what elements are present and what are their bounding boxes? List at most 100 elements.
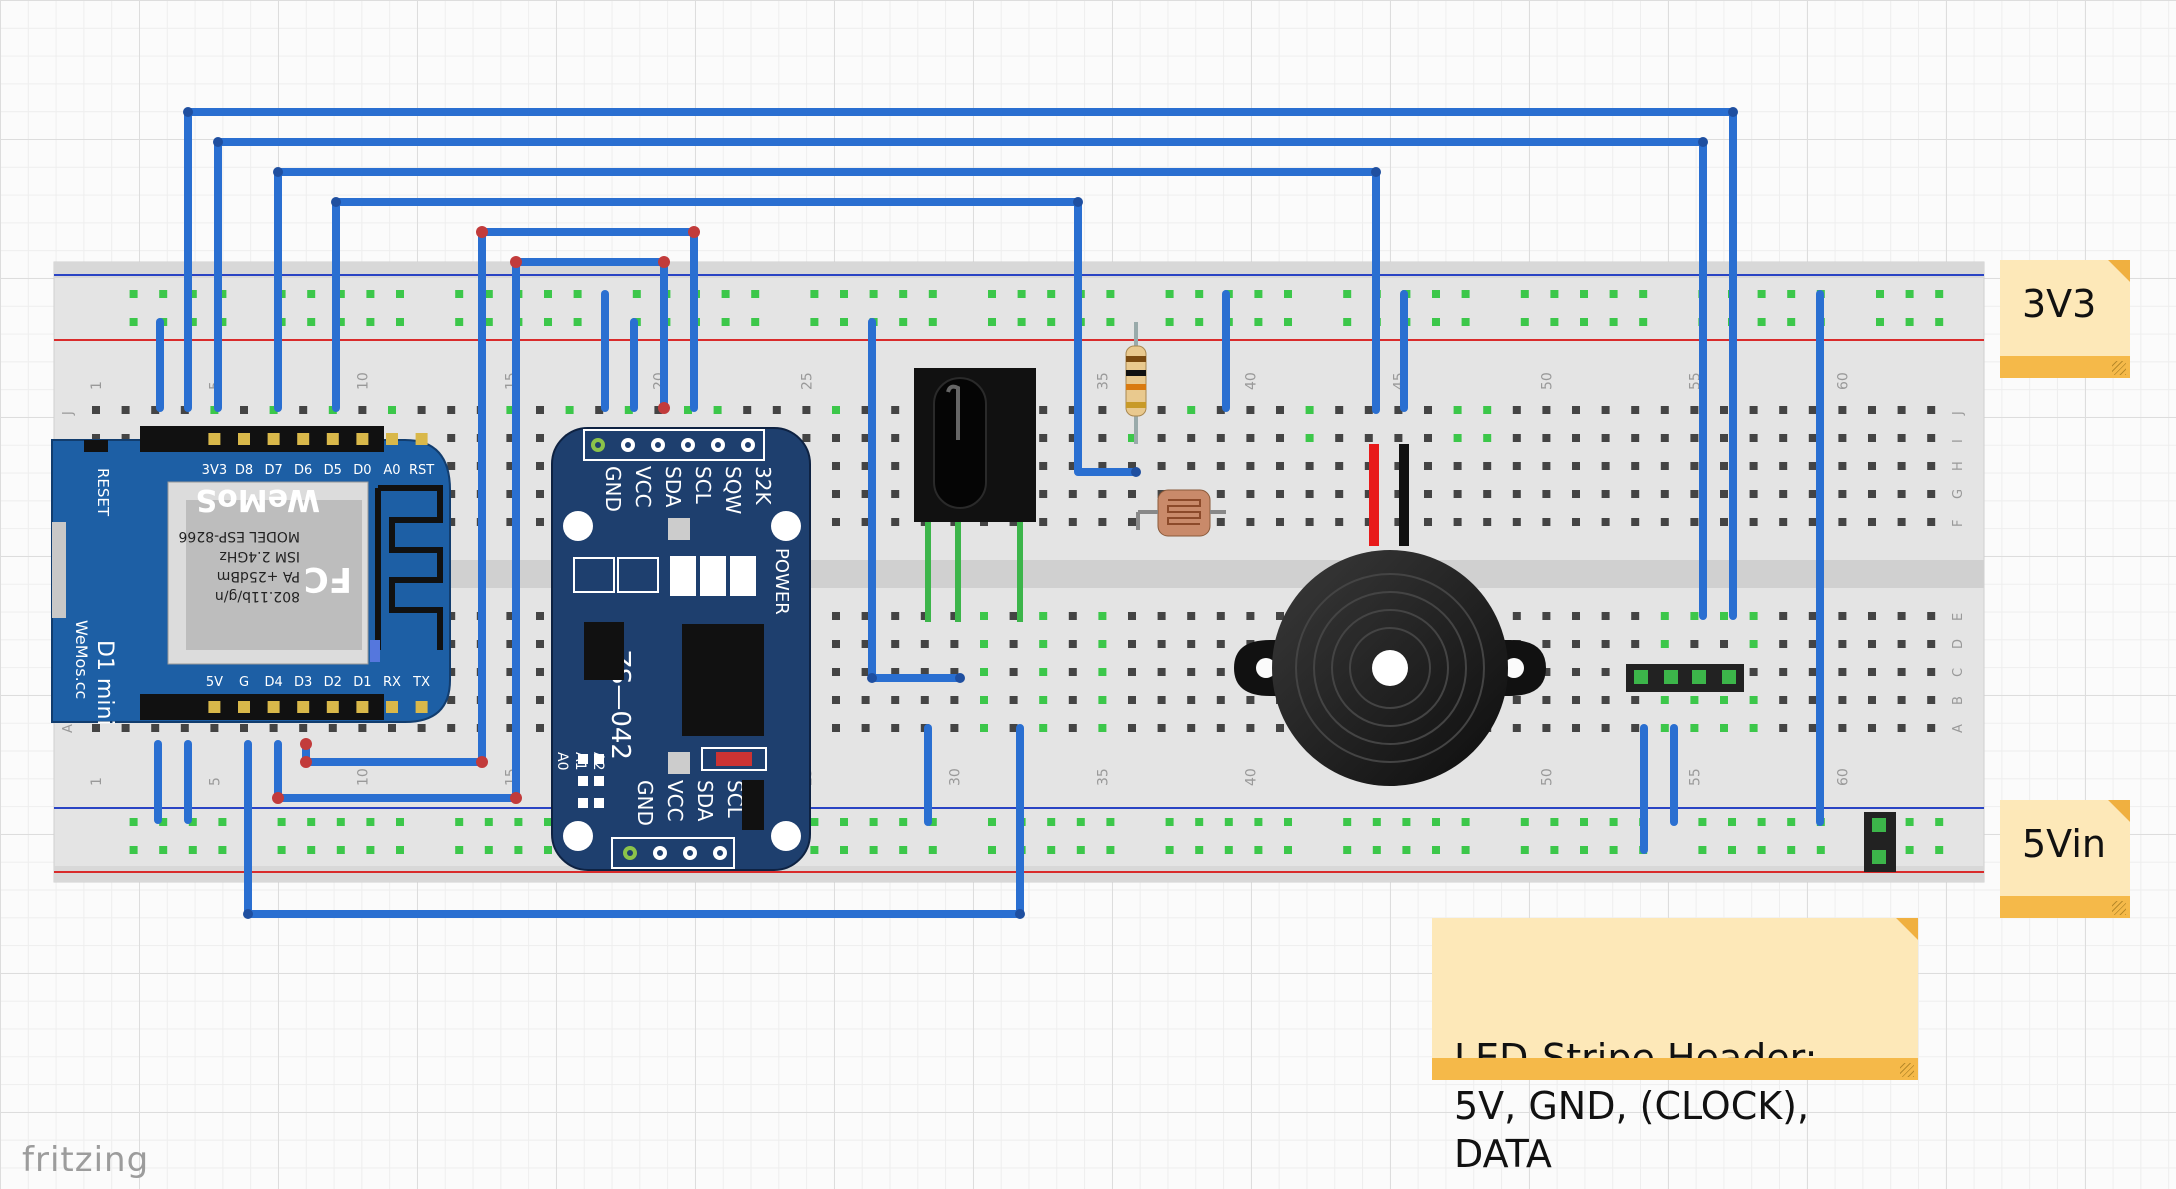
breadboard-hole bbox=[1483, 406, 1492, 414]
ir-receiver[interactable] bbox=[914, 368, 1036, 622]
breadboard-hole bbox=[1720, 612, 1728, 620]
rail-hole bbox=[1432, 290, 1440, 298]
column-number-top: 10 bbox=[355, 372, 371, 390]
rail-hole bbox=[1254, 318, 1263, 326]
breadboard-hole bbox=[1157, 640, 1166, 648]
row-letter: J bbox=[61, 411, 76, 416]
breadboard-hole bbox=[1779, 668, 1788, 676]
rail-hole bbox=[721, 318, 730, 326]
rail-note-3v3[interactable]: 3V3 bbox=[2000, 260, 2130, 378]
breadboard-hole bbox=[684, 406, 692, 414]
rail-hole bbox=[484, 818, 493, 826]
resize-grip[interactable] bbox=[2112, 901, 2126, 915]
rail-hole bbox=[1461, 846, 1470, 854]
breadboard-hole bbox=[1098, 640, 1107, 648]
column-number-top: 35 bbox=[1095, 372, 1111, 390]
rail-hole bbox=[396, 846, 404, 854]
breadboard-hole bbox=[1068, 462, 1077, 470]
rail-note-5vin[interactable]: 5Vin bbox=[2000, 800, 2130, 918]
led-header-note[interactable]: LED-Stripe Header: 5V, GND, (CLOCK), DAT… bbox=[1432, 918, 1918, 1176]
breadboard-hole bbox=[1808, 724, 1817, 732]
breadboard-hole bbox=[1897, 490, 1906, 498]
rail-hole bbox=[336, 846, 345, 854]
breadboard-hole bbox=[1216, 724, 1225, 732]
d1-pin-top bbox=[326, 433, 339, 445]
breadboard-hole bbox=[1572, 640, 1580, 648]
breadboard-hole bbox=[1601, 724, 1610, 732]
breadboard-hole bbox=[1216, 406, 1225, 414]
breadboard-hole bbox=[920, 696, 929, 704]
row-letter: F bbox=[1951, 520, 1966, 527]
breadboard-hole bbox=[1305, 490, 1314, 498]
rail-hole bbox=[1905, 846, 1914, 854]
breadboard-hole bbox=[1512, 434, 1521, 442]
rail-hole bbox=[1343, 818, 1352, 826]
rail-hole bbox=[544, 846, 552, 854]
piezo-buzzer[interactable] bbox=[1234, 444, 1546, 786]
rail-hole bbox=[721, 290, 730, 298]
wire-bend-red bbox=[658, 402, 670, 414]
photoresistor[interactable] bbox=[1136, 489, 1226, 537]
breadboard-hole bbox=[1572, 462, 1580, 470]
breadboard-hole bbox=[1720, 406, 1728, 414]
breadboard-hole bbox=[1927, 434, 1936, 442]
breadboard-hole bbox=[1009, 668, 1018, 676]
rail-hole bbox=[810, 818, 819, 826]
row-letter: B bbox=[1951, 696, 1966, 705]
breadboard-hole bbox=[1453, 434, 1462, 442]
breadboard-hole bbox=[1512, 462, 1521, 470]
breadboard-hole bbox=[506, 640, 515, 648]
d1-pin-label-top: RST bbox=[409, 463, 434, 478]
breadboard-hole bbox=[1660, 612, 1669, 620]
rail-hole bbox=[840, 318, 848, 326]
breadboard-hole bbox=[1749, 640, 1758, 648]
breadboard-hole bbox=[1246, 406, 1255, 414]
breadboard-hole bbox=[891, 612, 900, 620]
breadboard-hole bbox=[1453, 462, 1462, 470]
breadboard-hole bbox=[1068, 490, 1077, 498]
d1-pin-top bbox=[356, 433, 369, 445]
resize-grip[interactable] bbox=[2112, 361, 2126, 375]
breadboard-hole bbox=[506, 724, 515, 732]
breadboard-hole bbox=[1098, 406, 1107, 414]
breadboard-hole bbox=[1660, 724, 1669, 732]
breadboard-hole bbox=[1453, 518, 1462, 526]
wire-bend bbox=[213, 137, 223, 147]
breadboard-hole bbox=[1216, 668, 1225, 676]
breadboard-hole bbox=[1660, 640, 1669, 648]
breadboard-hole bbox=[1542, 490, 1551, 498]
breadboard-hole bbox=[1157, 462, 1166, 470]
row-letter: D bbox=[1951, 639, 1966, 649]
breadboard-hole bbox=[269, 724, 278, 732]
breadboard-hole bbox=[536, 640, 544, 648]
breadboard-hole bbox=[1157, 406, 1166, 414]
breadboard-hole bbox=[1897, 406, 1906, 414]
rail-hole bbox=[1461, 818, 1470, 826]
rail-hole bbox=[1639, 290, 1648, 298]
rail-hole bbox=[1905, 818, 1914, 826]
breadboard-hole bbox=[832, 612, 840, 620]
breadboard-hole bbox=[950, 612, 959, 620]
breadboard-hole bbox=[1601, 406, 1610, 414]
led-stripe-header[interactable] bbox=[1626, 664, 1744, 692]
breadboard-hole bbox=[506, 462, 515, 470]
breadboard-hole bbox=[1572, 406, 1580, 414]
column-number-bottom: 35 bbox=[1095, 768, 1111, 786]
breadboard-hole bbox=[1690, 434, 1699, 442]
rail-hole bbox=[632, 290, 641, 298]
rail-hole bbox=[1343, 846, 1352, 854]
resize-grip[interactable] bbox=[1900, 1063, 1914, 1077]
rtc-pin-hole bbox=[745, 442, 751, 448]
power-header[interactable] bbox=[1864, 812, 1896, 872]
breadboard-hole bbox=[1276, 462, 1284, 470]
jumper-wire bbox=[274, 258, 520, 802]
breadboard-hole bbox=[1128, 640, 1136, 648]
resistor[interactable] bbox=[1125, 322, 1147, 444]
breadboard-hole bbox=[1897, 612, 1906, 620]
rail-hole bbox=[1787, 846, 1796, 854]
wires bbox=[154, 108, 1824, 918]
breadboard-hole bbox=[1749, 434, 1758, 442]
